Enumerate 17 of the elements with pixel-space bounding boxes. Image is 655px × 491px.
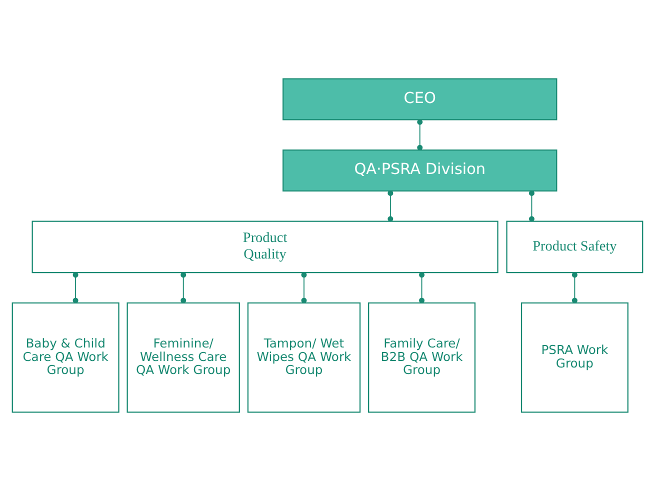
connector: [72, 272, 78, 304]
node-box: Family Care/ B2B QA Work Group: [368, 302, 476, 413]
node-box: Feminine/ Wellness Care QA Work Group: [126, 302, 240, 413]
connector: [417, 119, 423, 150]
connector: [301, 272, 307, 304]
connector: [388, 190, 394, 222]
node-box: QA·PSRA Division: [282, 149, 558, 192]
node-box: Product Quality: [32, 220, 498, 274]
node-box: PSRA Work Group: [520, 302, 628, 413]
node-box: Baby & Child Care QA Work Group: [12, 302, 120, 413]
node-box: CEO: [282, 78, 558, 120]
connector: [419, 272, 425, 304]
connector: [180, 272, 186, 304]
node-box: Product Safety: [506, 220, 644, 274]
connector: [572, 272, 578, 304]
node-box: Tampon/ Wet Wipes QA Work Group: [247, 302, 361, 413]
connector: [528, 190, 534, 222]
